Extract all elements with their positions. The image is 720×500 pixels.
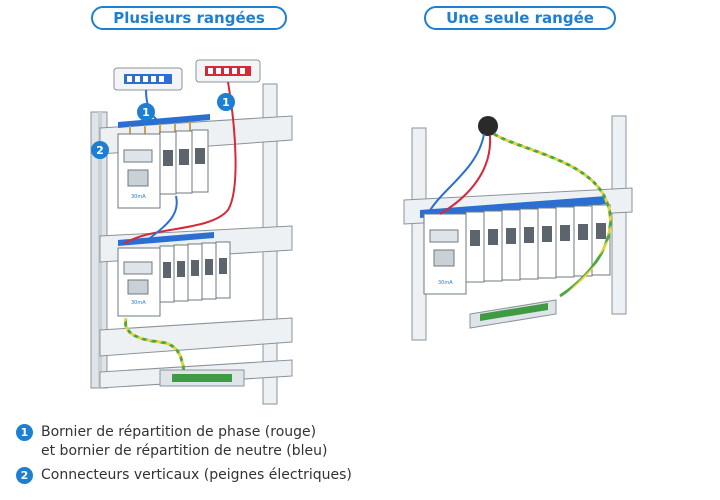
lower-comb-busbar [118, 232, 214, 246]
right-earth-terminal-bar [469, 299, 557, 329]
legend-item-2: 2 Connecteurs verticaux (peignes électri… [16, 466, 352, 485]
phase-distribution-block [195, 59, 261, 83]
diagram-illustration: 30mA 30mA [90, 59, 633, 405]
legend-2-line-1: Connecteurs verticaux (peignes électriqu… [41, 467, 352, 483]
legend-badge-1: 1 [16, 424, 33, 441]
svg-text:1: 1 [142, 106, 150, 119]
left-earth-terminal-bar [159, 369, 245, 387]
svg-text:2: 2 [96, 144, 104, 157]
title-single-row: Une seule rangée [424, 6, 616, 30]
left-badge-2: 2 [91, 141, 109, 159]
svg-text:1: 1 [222, 96, 230, 109]
neutral-distribution-block [113, 67, 183, 91]
single-row-devices: 30mA [423, 204, 611, 295]
lower-row-devices: 30mA [117, 241, 231, 317]
legend-badge-2: 2 [16, 467, 33, 484]
legend-1-line-2: et bornier de répartition de neutre (ble… [41, 443, 328, 459]
lower-device-rating: 30mA [131, 300, 146, 306]
legend-item-1: 1 Bornier de répartition de phase (rouge… [16, 423, 327, 461]
left-badge-1-neutral: 1 [137, 103, 155, 121]
left-panel: 30mA 30mA [90, 59, 293, 405]
right-wires [427, 132, 612, 298]
right-panel: 30mA [403, 115, 633, 341]
single-row-device-rating: 30mA [438, 280, 453, 286]
title-multiple-rows: Plusieurs rangées [91, 6, 287, 30]
left-badge-1-phase: 1 [217, 93, 235, 111]
left-wires [123, 81, 237, 373]
legend-1-line-1: Bornier de répartition de phase (rouge) [41, 424, 317, 440]
upper-row-devices: 30mA [117, 129, 209, 209]
right-panel-right-upright [611, 115, 627, 315]
upper-comb-busbar [118, 114, 210, 128]
upper-device-rating: 30mA [131, 194, 146, 200]
cable-entry-gland [478, 116, 498, 136]
